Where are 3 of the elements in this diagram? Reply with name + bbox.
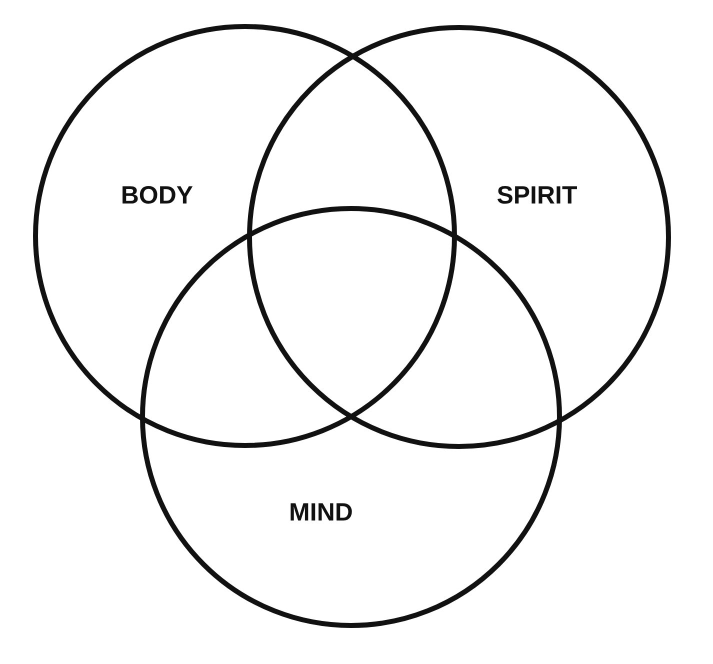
circle-label: BODY [120, 182, 194, 210]
circle-label: SPIRIT [496, 182, 578, 210]
circle-label: MIND [289, 498, 353, 528]
